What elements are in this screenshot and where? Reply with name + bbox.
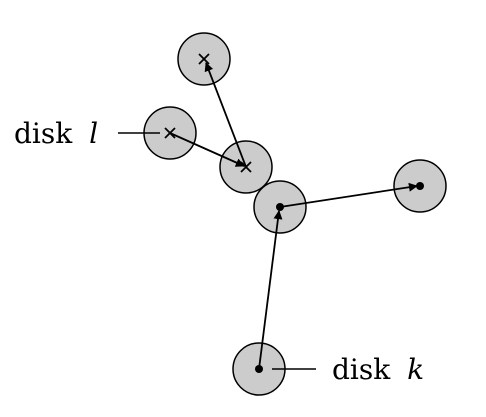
cross-marker-l [164, 127, 176, 139]
dot-center [276, 203, 284, 211]
label-disk-l-word: disk [14, 117, 73, 150]
dot-right [416, 182, 424, 190]
label-disk-k: disk k [332, 353, 424, 386]
label-disk-k-var: k [407, 353, 424, 386]
arrow-center-to-right [279, 182, 418, 208]
cross-marker-middle [240, 161, 252, 173]
label-disk-k-word: disk [332, 353, 391, 386]
dot-k [255, 365, 263, 373]
arrow-k-to-center [258, 210, 283, 370]
label-disk-l: disk l [14, 117, 98, 150]
label-disk-l-var: l [89, 117, 98, 150]
cross-marker-top [198, 53, 210, 65]
arrow-l-to-middle [169, 132, 245, 167]
arrow-middle-to-top [204, 62, 247, 168]
